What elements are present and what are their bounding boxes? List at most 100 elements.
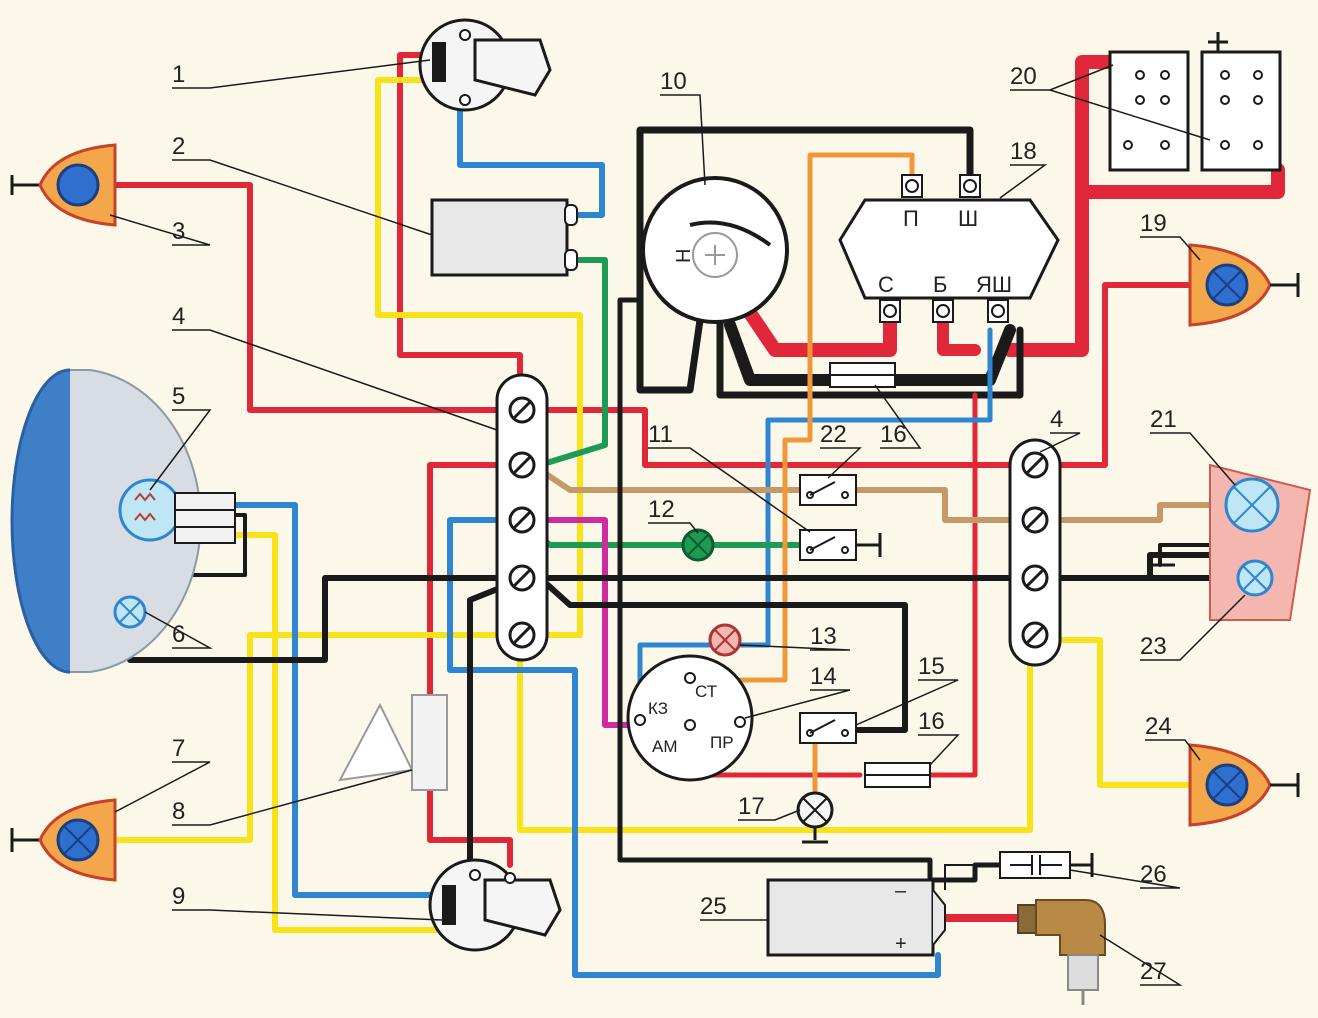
bulb-filament bbox=[134, 492, 156, 522]
plug-cap-body bbox=[1035, 899, 1106, 956]
wire-red-center bbox=[537, 282, 1203, 468]
capacitor-lead bbox=[944, 864, 1000, 890]
headlight-connector bbox=[174, 492, 236, 544]
relay-pin bbox=[1208, 32, 1228, 52]
lamp-cross-icon bbox=[119, 601, 141, 623]
callout-16-top: 16 bbox=[880, 421, 907, 448]
regulator-terminals bbox=[879, 174, 1009, 323]
callout-23: 23 bbox=[1140, 633, 1167, 660]
plus-icon bbox=[705, 245, 725, 265]
wire-magenta bbox=[537, 517, 643, 728]
callout-25: 25 bbox=[700, 893, 727, 920]
turn-signal-3 bbox=[10, 143, 117, 227]
capacitor-26 bbox=[944, 851, 1094, 890]
terminal-label-yash: ЯШ bbox=[976, 272, 1012, 297]
wire-red-headlight-left bbox=[107, 182, 523, 413]
wire-blue-headlight bbox=[232, 502, 443, 898]
switch-contact-icon bbox=[442, 885, 456, 925]
callout-2: 2 bbox=[172, 133, 185, 160]
callout-24: 24 bbox=[1145, 713, 1172, 740]
terminal-label-b: Б bbox=[933, 272, 947, 297]
callout-12: 12 bbox=[648, 496, 675, 523]
lamp-17 bbox=[796, 791, 834, 844]
callout-26: 26 bbox=[1140, 861, 1167, 888]
callout-4-right: 4 bbox=[1050, 406, 1063, 433]
handlebar-switch-9 bbox=[428, 858, 562, 952]
callout-16-bottom: 16 bbox=[918, 708, 945, 735]
callout-3: 3 bbox=[172, 218, 185, 245]
horn-body bbox=[411, 694, 448, 791]
generator-10: Н bbox=[641, 176, 789, 324]
lamp-cross-icon bbox=[714, 629, 736, 651]
terminal-label-p: П bbox=[903, 206, 919, 231]
parking-lamp-6 bbox=[113, 595, 147, 629]
terminal bbox=[634, 714, 646, 726]
battery-terminal-edge bbox=[932, 889, 946, 946]
terminal bbox=[564, 249, 578, 271]
terminal bbox=[564, 204, 578, 226]
terminal bbox=[734, 716, 746, 728]
switch-box bbox=[799, 474, 857, 506]
switch-box bbox=[799, 529, 857, 561]
terminal bbox=[684, 719, 696, 731]
wire-black-gen-loop bbox=[636, 126, 1024, 399]
terminal-label-am: АМ bbox=[652, 737, 678, 756]
contact bbox=[841, 729, 849, 737]
fuse-16-bottom bbox=[864, 762, 931, 788]
callout-5: 5 bbox=[172, 383, 185, 410]
terminal-label-sh: Ш bbox=[958, 206, 978, 231]
lamp-cross-icon bbox=[802, 797, 828, 823]
wire-red-thick-signals bbox=[1003, 55, 1285, 357]
relay-contacts bbox=[1123, 70, 1263, 150]
switch-contact-icon bbox=[432, 42, 446, 82]
battery-25: – + bbox=[766, 878, 946, 957]
callout-9: 9 bbox=[172, 883, 185, 910]
terminal-block-left bbox=[495, 373, 549, 662]
headlight-lens bbox=[10, 368, 71, 674]
callout-22: 22 bbox=[820, 421, 847, 448]
wire-yellow-left-low bbox=[107, 632, 508, 843]
regulator-body bbox=[838, 198, 1060, 300]
wire-blue-center bbox=[637, 327, 993, 723]
spark-plug-body bbox=[1067, 954, 1099, 991]
battery-minus: – bbox=[895, 880, 907, 902]
terminal-label-st: СТ bbox=[695, 682, 717, 701]
spark-plug-27 bbox=[1017, 899, 1106, 1005]
switch-15 bbox=[799, 712, 857, 744]
tail-light bbox=[1150, 463, 1312, 621]
callout-15: 15 bbox=[918, 653, 945, 680]
plug-cap-end bbox=[1017, 904, 1037, 934]
relay-body bbox=[1200, 50, 1282, 172]
screw-terminals bbox=[1021, 451, 1049, 649]
callout-27: 27 bbox=[1140, 958, 1167, 985]
wire-red-horn-top bbox=[397, 52, 523, 383]
capacitor-plates-icon bbox=[1010, 855, 1062, 875]
contact bbox=[841, 546, 849, 554]
switch-contact-icon bbox=[809, 481, 836, 496]
terminal bbox=[459, 29, 471, 41]
terminal-label-kz: КЗ bbox=[648, 699, 668, 718]
switch-22 bbox=[799, 474, 857, 506]
callout-4-left: 4 bbox=[172, 303, 185, 330]
wire-red-thick-b bbox=[937, 314, 981, 356]
switch-contact-icon bbox=[809, 536, 836, 551]
callout-21: 21 bbox=[1150, 406, 1177, 433]
terminal-label-pr: ПР bbox=[710, 733, 734, 752]
callout-numbers: 1 2 3 4 5 6 7 8 9 10 11 12 13 14 15 16 1… bbox=[172, 61, 1177, 985]
switch-lever bbox=[473, 38, 552, 97]
callout-17: 17 bbox=[738, 793, 765, 820]
wire-black-main bbox=[617, 297, 1008, 883]
terminal bbox=[469, 869, 481, 881]
horn-8 bbox=[338, 694, 448, 791]
terminal-label-s: С bbox=[878, 272, 894, 297]
switch-11 bbox=[799, 529, 882, 561]
callout-7: 7 bbox=[172, 735, 185, 762]
generator-brush bbox=[689, 220, 772, 247]
signal-lamp-icon bbox=[56, 163, 100, 207]
callout-19: 19 bbox=[1140, 210, 1167, 237]
terminal bbox=[684, 672, 696, 684]
wire-red-thick-gen bbox=[741, 303, 897, 357]
wire-yellow-horn-top bbox=[375, 77, 583, 638]
callout-20: 20 bbox=[1010, 63, 1037, 90]
